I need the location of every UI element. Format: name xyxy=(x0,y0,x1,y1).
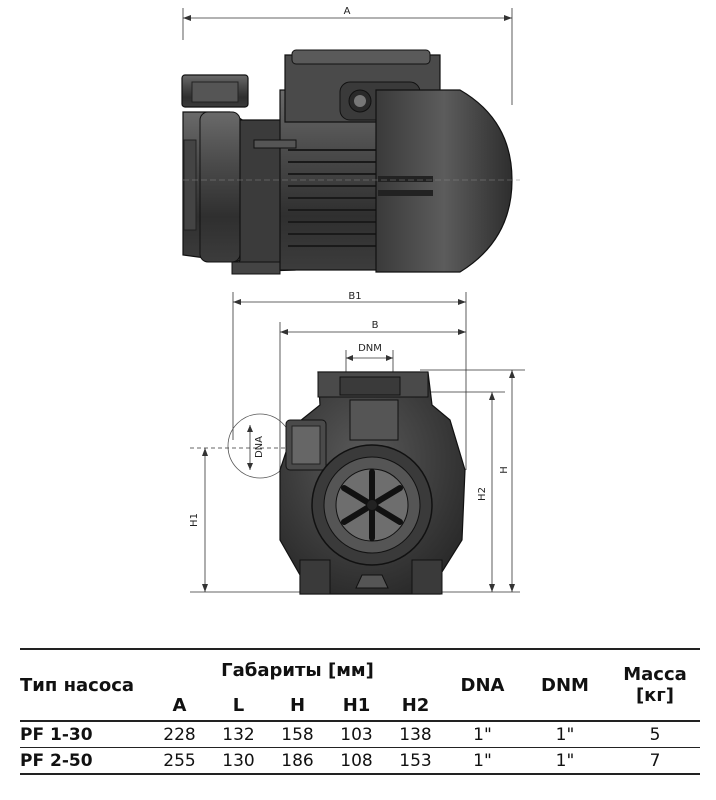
type-header: Тип насоса xyxy=(20,674,135,696)
pump-technical-drawing: A xyxy=(181,6,525,595)
col-h1-header: H1 xyxy=(342,694,371,716)
dimension-dnm-label: DNM xyxy=(358,343,382,354)
dimension-dna-label: DNA xyxy=(254,436,265,458)
row-h2: 153 xyxy=(399,750,432,771)
dimension-b1: B1 xyxy=(232,291,467,470)
row-mass: 7 xyxy=(649,750,661,771)
col-h-header: H xyxy=(289,694,306,716)
dims-group-header: Габариты [мм] xyxy=(221,659,374,681)
row-h2: 138 xyxy=(399,724,432,745)
row-a: 228 xyxy=(163,724,196,745)
pump-spec-table: Тип насоса Габариты [мм] DNA DNM Масса [… xyxy=(20,648,700,775)
row-mass: 5 xyxy=(649,724,661,745)
dimension-a-label: A xyxy=(344,6,351,17)
dimension-h1-label: H1 xyxy=(189,513,200,527)
row-dnm: 1" xyxy=(555,724,575,745)
row-type: PF 1-30 xyxy=(20,724,93,745)
col-l-header: L xyxy=(232,694,245,716)
mass-header-line1: Масса xyxy=(623,664,687,685)
side-view: A xyxy=(181,6,520,275)
row-l: 132 xyxy=(222,724,255,745)
table-row: PF 2-50 255 130 186 108 153 1" 1" 7 xyxy=(20,747,700,774)
dimension-b-label: B xyxy=(372,320,379,331)
front-view: B1 B DNM DNA H1 xyxy=(189,291,525,595)
row-l: 130 xyxy=(222,750,255,771)
dimension-b: B xyxy=(279,320,466,470)
row-a: 255 xyxy=(163,750,196,771)
dimension-a: A xyxy=(182,6,513,105)
row-h: 186 xyxy=(281,750,314,771)
dna-header: DNA xyxy=(460,674,505,696)
col-h2-header: H2 xyxy=(401,694,430,716)
dimension-h-label: H xyxy=(499,466,510,474)
row-dna: 1" xyxy=(473,724,492,745)
dimension-dnm: DNM xyxy=(345,343,394,375)
dimension-h1: H1 xyxy=(189,447,300,593)
dnm-header: DNM xyxy=(541,674,589,696)
row-h1: 103 xyxy=(340,724,373,745)
mass-header: Масса [кг] xyxy=(610,649,700,721)
dimension-b1-label: B1 xyxy=(348,291,361,302)
row-dna: 1" xyxy=(473,750,492,771)
row-type: PF 2-50 xyxy=(20,750,93,771)
table-row: PF 1-30 228 132 158 103 138 1" 1" 5 xyxy=(20,721,700,748)
dimension-h: H xyxy=(420,369,525,592)
row-dnm: 1" xyxy=(555,750,575,771)
col-a-header: A xyxy=(172,694,187,716)
row-h1: 108 xyxy=(340,750,373,771)
mass-header-line2: [кг] xyxy=(635,685,675,706)
row-h: 158 xyxy=(281,724,314,745)
dimension-h2-label: H2 xyxy=(477,487,488,501)
